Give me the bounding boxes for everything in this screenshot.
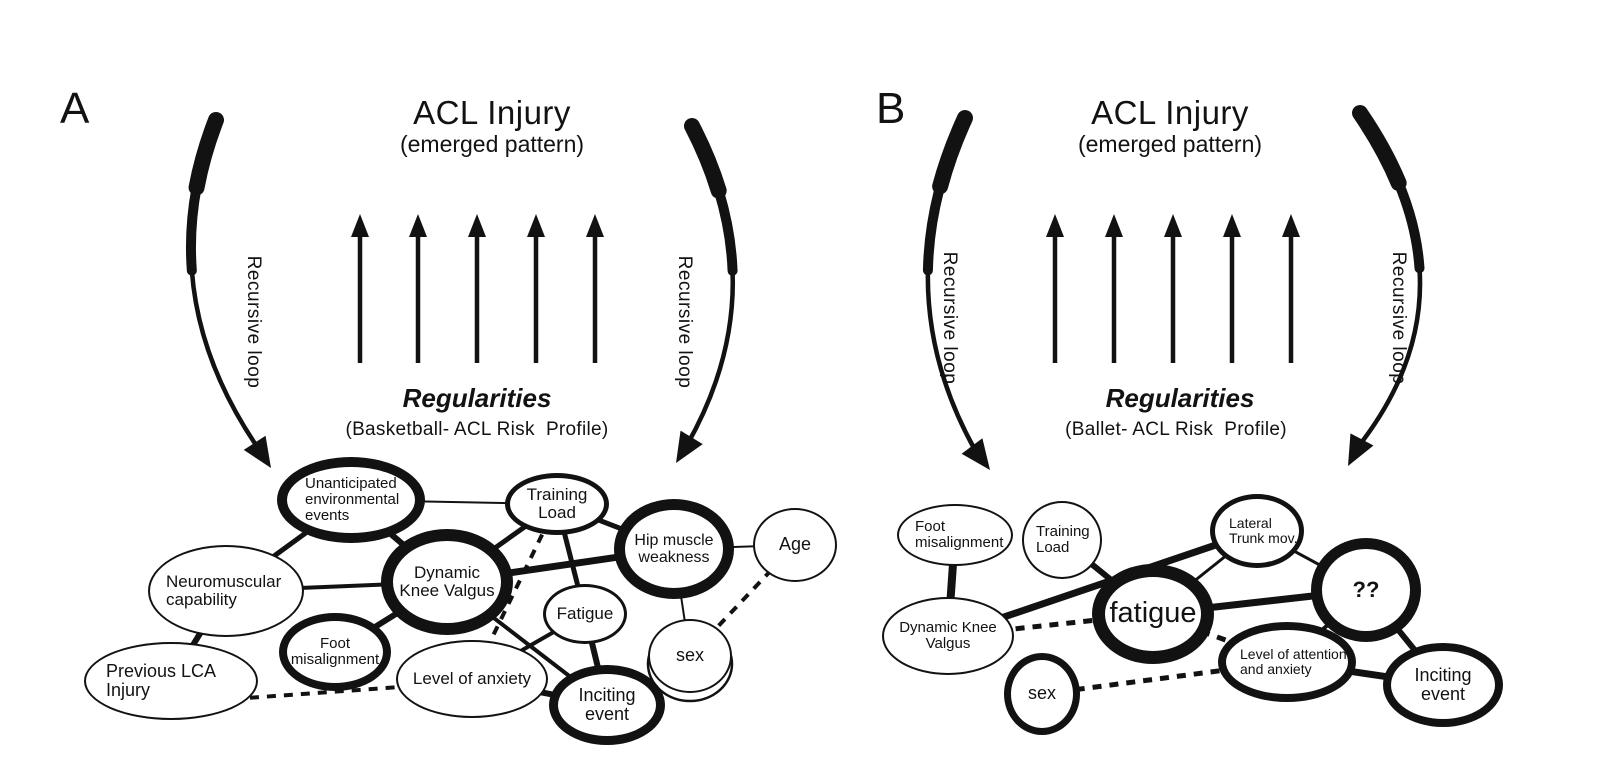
panel-b-subtitle: (emerged pattern) — [1077, 131, 1263, 157]
panel-a-profile: (Basketball- ACL Risk Profile) — [345, 419, 609, 440]
emergence-arrowhead-A-2 — [409, 214, 427, 237]
node-A-neuromuscular: Neuromuscular capability — [148, 545, 304, 637]
recursive-loop-left-A-arrowhead — [243, 435, 271, 468]
recursive-loop-left-A-blob — [188, 112, 224, 196]
node-A-unanticipated: Unanticipated environmental events — [277, 457, 425, 543]
node-A-level-of-anxiety: Level of anxiety — [396, 640, 548, 718]
node-A-inciting-event: Inciting event — [549, 665, 665, 745]
panel-a-regularities: Regularities — [402, 383, 552, 413]
node-A-foot-misalignment: Foot misalignment — [279, 613, 391, 691]
recursive-loop-left-B-arrowhead — [961, 438, 990, 470]
panel-b-regularities: Regularities — [1105, 383, 1255, 413]
emergence-arrowhead-B-5 — [1282, 214, 1300, 237]
panel-b-title: ACL Injury — [1091, 94, 1249, 131]
emergence-arrowhead-A-5 — [586, 214, 604, 237]
emergence-arrowhead-B-4 — [1223, 214, 1241, 237]
node-B-unknown: ?? — [1311, 538, 1421, 642]
node-A-training-load: Training Load — [505, 473, 609, 535]
node-A-sex: sex — [648, 619, 732, 693]
node-B-fatigue: fatigue — [1092, 564, 1214, 664]
panel-b-recursive-loop-left-label: Recursive loop — [939, 251, 960, 385]
recursive-loop-right-B-blob — [1352, 105, 1407, 191]
panel-a-recursive-loop-left-label: Recursive loop — [243, 255, 264, 389]
emergence-arrowhead-B-2 — [1105, 214, 1123, 237]
node-B-sex: sex — [1004, 653, 1080, 735]
edge-A-previous-lca-injury--level-of-anxiety — [232, 685, 401, 701]
emergence-arrowhead-A-3 — [468, 214, 486, 237]
recursive-loop-right-B-arrowhead — [1348, 433, 1374, 466]
emergence-arrowhead-A-1 — [351, 214, 369, 237]
recursive-loop-right-A-blob — [684, 118, 727, 199]
panel-a-title: ACL Injury — [413, 94, 571, 131]
emergence-arrowhead-A-4 — [527, 214, 545, 237]
panel-b-profile: (Ballet- ACL Risk Profile) — [1065, 419, 1287, 440]
panel-b-recursive-loop-right-label: Recursive loop — [1388, 251, 1409, 385]
node-A-hip-muscle-weakness: Hip muscle weakness — [614, 499, 734, 599]
node-B-dynamic-knee-valgus: Dynamic Knee Valgus — [882, 597, 1014, 675]
node-A-dynamic-knee-valgus: Dynamic Knee Valgus — [381, 529, 513, 635]
node-B-foot-misalignment: Foot misalignment — [897, 504, 1013, 566]
node-B-inciting-event: Inciting event — [1383, 643, 1503, 727]
node-A-previous-lca-injury: Previous LCA Injury — [84, 642, 258, 720]
node-A-age: Age — [753, 508, 837, 582]
node-B-training-load: Training Load — [1022, 501, 1102, 579]
panel-a-label: A — [60, 84, 90, 133]
panel-b-label: B — [876, 84, 906, 133]
recursive-loop-left-B-blob — [932, 110, 973, 195]
node-A-fatigue: Fatigue — [543, 584, 627, 644]
node-B-level-of-attention: Level of attention and anxiety — [1218, 622, 1356, 702]
panel-a-subtitle: (emerged pattern) — [399, 131, 585, 157]
recursive-loop-right-A-arrowhead — [676, 430, 703, 463]
panel-a-recursive-loop-right-label: Recursive loop — [674, 255, 695, 389]
emergence-arrowhead-B-1 — [1046, 214, 1064, 237]
emergence-arrowhead-B-3 — [1164, 214, 1182, 237]
node-B-lateral-trunk-mov: Lateral Trunk mov. — [1210, 494, 1304, 568]
